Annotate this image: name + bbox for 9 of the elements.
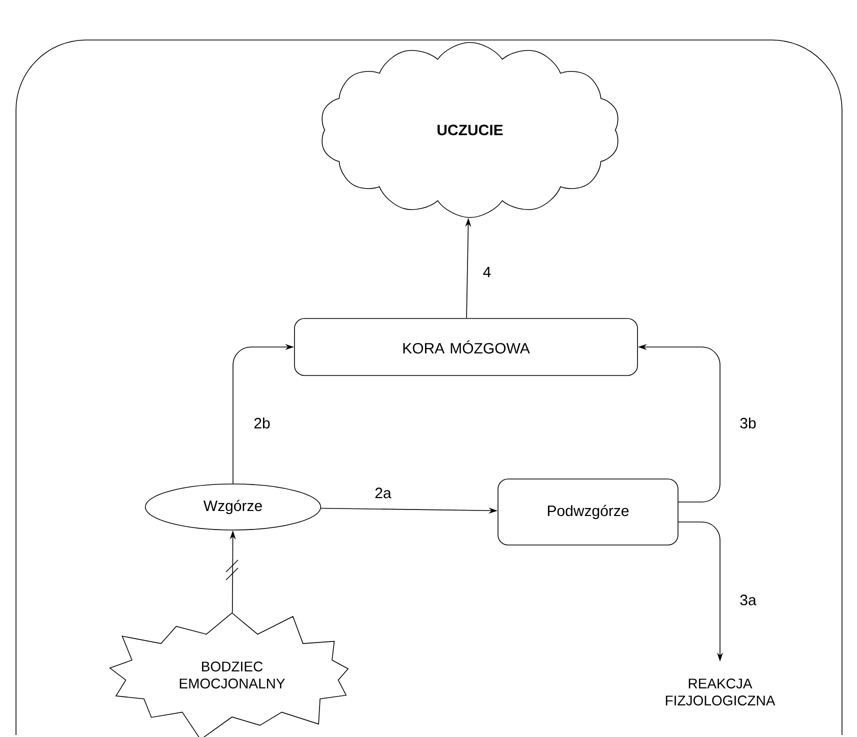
edge-label: 2b bbox=[252, 416, 272, 430]
edge-label: 3b bbox=[738, 416, 758, 430]
process-box: Podwzgórze bbox=[498, 478, 678, 546]
edge-label: 2a bbox=[374, 486, 392, 500]
edge-label: 3a bbox=[738, 594, 758, 606]
edge-label: 4 bbox=[482, 266, 492, 278]
ellipse-node: Wzgórze bbox=[144, 484, 322, 530]
process-box: KORA MÓZGOWA bbox=[294, 318, 638, 376]
outcome-text: REAKCJA FIZJOLOGICZNA bbox=[666, 678, 776, 706]
